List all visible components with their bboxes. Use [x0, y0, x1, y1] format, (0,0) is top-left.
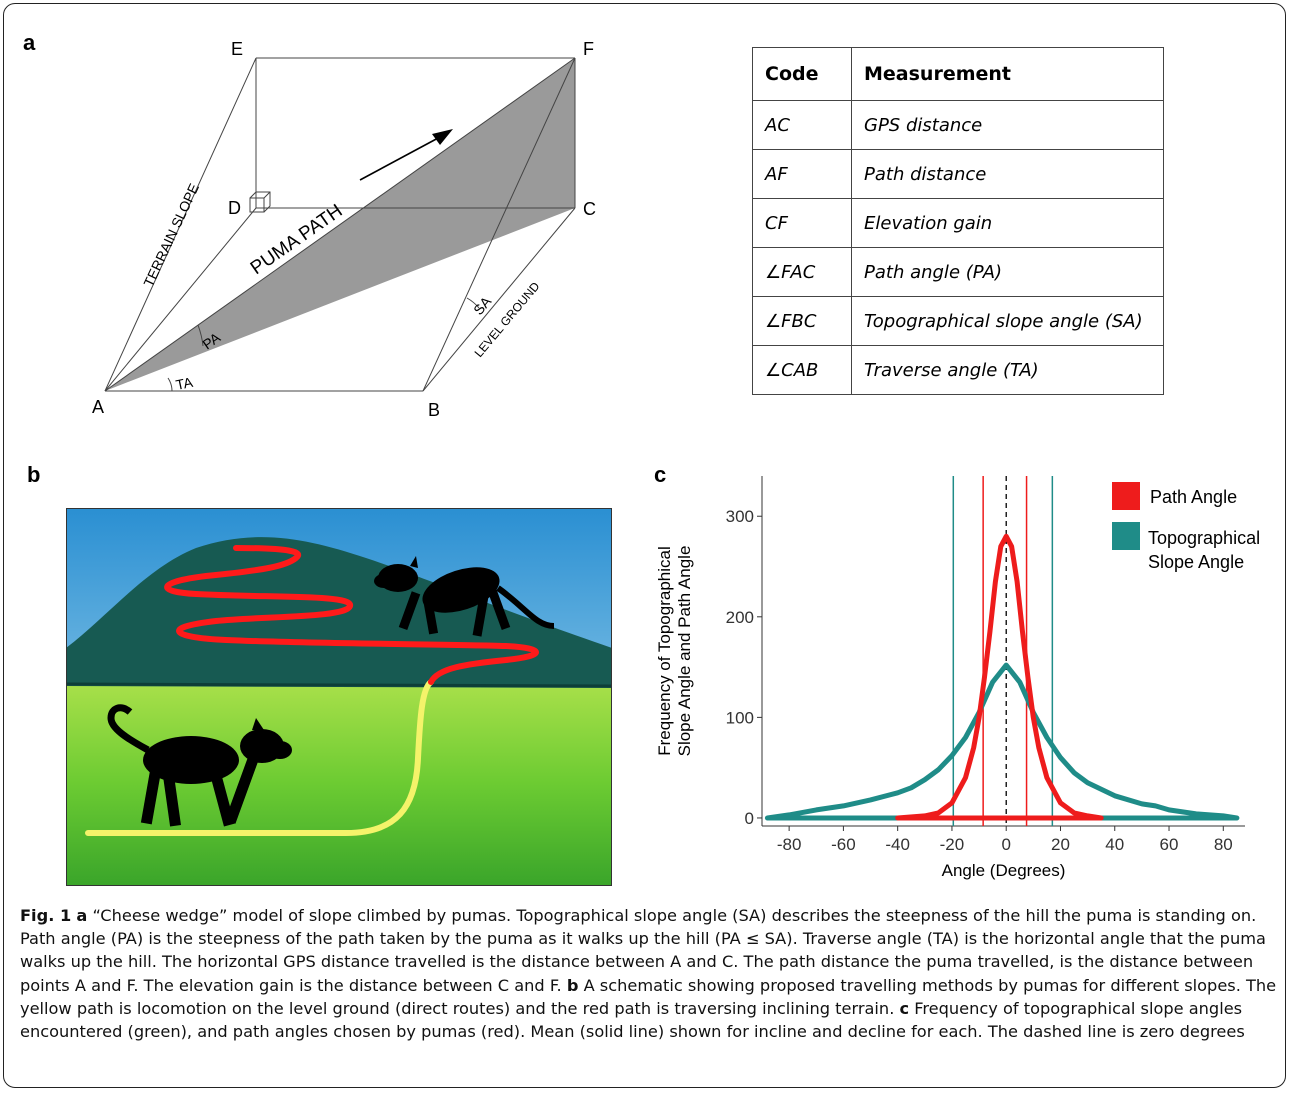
sa-label: SA	[470, 293, 495, 318]
caption-b-label: b	[566, 975, 579, 995]
figure-caption: Fig. 1 a “Cheese wedge” model of slope c…	[20, 904, 1278, 1043]
caption-b-text: A schematic showing proposed travelling …	[20, 975, 1277, 1018]
x-tick-label: 80	[1214, 835, 1233, 854]
caption-a-text: “Cheese wedge” model of slope climbed by…	[20, 906, 1266, 995]
code-cell: AC	[752, 100, 852, 150]
x-tick-label: -80	[777, 835, 802, 854]
header-measurement: Measurement	[851, 47, 1164, 101]
direction-arrow	[359, 136, 441, 181]
legend-swatch-path-angle	[1112, 482, 1140, 510]
point-b-label: B	[428, 400, 440, 420]
cheese-wedge-diagram: A B C D E F TERRAIN SLOPE PUMA PATH LEVE…	[92, 39, 596, 420]
legend-label-path-angle: Path Angle	[1150, 487, 1237, 507]
x-axis-label: Angle (Degrees)	[942, 861, 1066, 880]
code-cell: ∠FAC	[752, 247, 852, 297]
x-tick-label: 60	[1160, 835, 1179, 854]
code-cell: ∠CAB	[752, 345, 852, 395]
red-path	[164, 545, 539, 685]
y-tick-label: 300	[726, 507, 754, 526]
measurement-cell: Topographical slope angle (SA)	[851, 296, 1164, 346]
caption-c-text: Frequency of topographical slope angles …	[20, 998, 1245, 1042]
measurement-cell: Elevation gain	[851, 198, 1164, 248]
figure-frame	[3, 3, 1286, 1088]
y-tick-label: 100	[726, 708, 754, 727]
x-tick-label: 0	[1001, 835, 1010, 854]
panel-label-b: b	[27, 462, 41, 487]
y-tick-label: 200	[726, 608, 754, 627]
ta-label: TA	[174, 374, 194, 393]
panel-label-c: c	[654, 462, 667, 487]
point-e-label: E	[231, 39, 243, 59]
table-header-row: Code Measurement	[752, 47, 1164, 101]
path-angle-curve	[895, 533, 1104, 821]
legend-swatch-slope-angle	[1112, 522, 1140, 550]
point-a-label: A	[92, 397, 104, 417]
y-axis-label: Frequency of TopographicalSlope Angle an…	[655, 546, 694, 757]
code-cell: CF	[752, 198, 852, 248]
x-tick-label: 20	[1051, 835, 1070, 854]
puma-on-hill-icon	[374, 556, 555, 637]
caption-a-label: a	[76, 906, 88, 925]
slope-angle-curve	[764, 662, 1240, 821]
x-tick-label: -20	[940, 835, 965, 854]
code-cell: AF	[752, 149, 852, 199]
point-f-label: F	[583, 39, 594, 59]
point-c-label: C	[583, 199, 596, 219]
measurement-cell: Path angle (PA)	[851, 247, 1164, 297]
terrain-slope-label: TERRAIN SLOPE	[140, 181, 202, 289]
caption-fig-label: Fig. 1	[20, 906, 72, 925]
panel-label-a: a	[23, 30, 36, 55]
x-tick-label: -60	[831, 835, 856, 854]
angle-frequency-chart: 0 100 200 300 -80 -60 -40 -20 0 20 40 60 80 Frequenc…	[655, 476, 1260, 880]
y-tick-label: 0	[745, 809, 754, 828]
point-d-label: D	[228, 198, 241, 218]
caption-c-label: c	[899, 998, 910, 1018]
x-tick-label: -40	[885, 835, 910, 854]
measurement-cell: Traverse angle (TA)	[851, 345, 1164, 395]
puma-schematic	[66, 508, 612, 886]
x-tick-label: 40	[1105, 835, 1124, 854]
header-code: Code	[752, 47, 852, 101]
puma-on-ground-icon	[107, 704, 292, 827]
code-cell: ∠FBC	[752, 296, 852, 346]
measurement-cell: Path distance	[851, 149, 1164, 199]
measurement-cell: GPS distance	[851, 100, 1164, 150]
yellow-path	[85, 679, 434, 836]
